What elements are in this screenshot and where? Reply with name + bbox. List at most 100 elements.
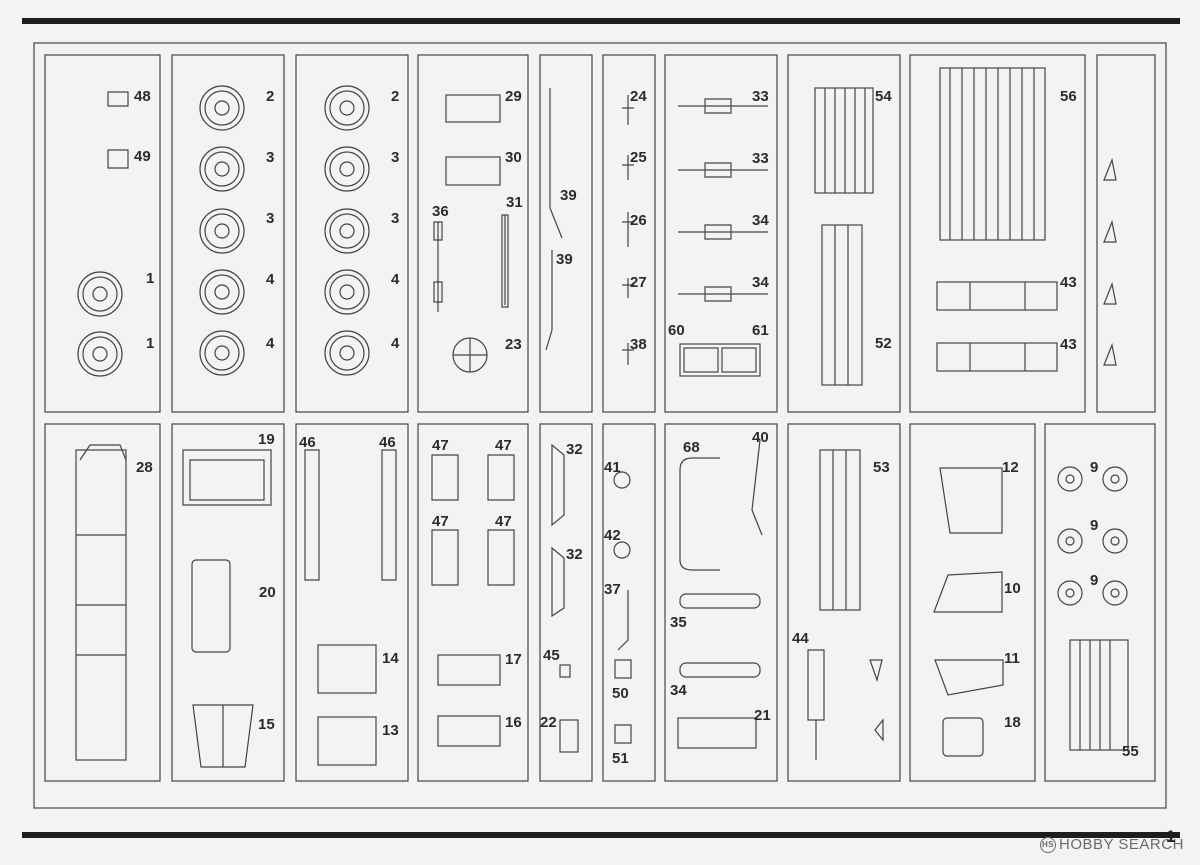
part-shape [317,644,377,694]
part-shape [622,155,634,180]
bottom-border-bar [22,832,1180,838]
part-label: 29 [505,88,522,105]
part-label: 51 [612,750,629,767]
part-label: 47 [495,437,512,454]
part-shape [445,156,501,186]
compartment [1044,423,1156,782]
part-label: 12 [1002,459,1019,476]
part-label: 44 [792,630,809,647]
part-label: 68 [683,439,700,456]
part-shape [679,593,761,609]
part-shape [821,224,863,386]
part-label: 43 [1060,274,1077,291]
part-label: 47 [432,437,449,454]
part-label: 18 [1004,714,1021,731]
compartment [417,54,529,413]
part-shape [551,443,565,527]
part-label: 32 [566,441,583,458]
part-shape [549,88,563,239]
part-label: 9 [1090,517,1098,534]
compartment [171,423,285,782]
part-shape [107,91,129,107]
part-label: 61 [752,322,769,339]
compartment [664,54,778,413]
part-label: 33 [752,88,769,105]
part-label: 36 [432,203,449,220]
part-shape [613,471,631,489]
part-shape [559,664,571,678]
part-shape [679,343,761,377]
part-shape [814,87,874,194]
part-shape [1103,281,1117,305]
part-shape [936,281,1058,311]
part-shape [678,162,768,178]
part-label: 2 [266,88,274,105]
part-shape [614,724,632,744]
part-label: 3 [266,149,274,166]
part-shape [559,719,579,753]
part-label: 56 [1060,88,1077,105]
part-shape [614,659,632,679]
part-label: 32 [566,546,583,563]
part-label: 17 [505,651,522,668]
part-label: 31 [506,194,523,211]
part-label: 16 [505,714,522,731]
part-label: 34 [670,682,687,699]
part-label: 4 [391,335,400,352]
part-shape [933,571,1003,613]
part-label: 34 [752,212,769,229]
part-shape [433,221,443,312]
wheel-part [324,85,370,376]
part-label: 20 [259,584,276,601]
compartment [787,54,901,413]
part-shape [501,214,509,308]
part-shape [949,68,1035,240]
part-label: 34 [752,274,769,291]
compartment [909,423,1036,782]
part-shape [622,95,634,125]
part-label: 41 [604,459,621,476]
compartment [539,54,593,413]
part-shape [683,347,719,373]
part-shape [191,559,231,653]
part-label: 4 [266,335,275,352]
part-shape [453,338,487,372]
part-shape [1079,640,1111,750]
part-shape [969,343,1026,371]
part-label: 55 [1122,743,1139,760]
part-label: 54 [875,88,892,105]
part-shape [721,347,757,373]
compartment [664,423,778,782]
part-label: 38 [630,336,647,353]
compartment [539,423,593,782]
part-shape [678,286,768,302]
compartment [1096,54,1156,413]
part-shape [1069,639,1129,751]
part-label: 19 [258,431,275,448]
part-label: 39 [556,251,573,268]
part-shape [969,282,1026,310]
part-label: 22 [540,714,557,731]
part-label: 39 [560,187,577,204]
part-shape [939,67,1046,241]
page-number: 1 [1166,827,1176,846]
part-shape [1103,157,1117,181]
watermark-logo-icon: HS [1040,837,1056,854]
part-label: 26 [630,212,647,229]
part-label: 2 [391,88,399,105]
part-shape [679,457,720,571]
part-shape [182,449,272,506]
part-label: 3 [391,210,399,227]
part-label: 27 [630,274,647,291]
part-shape [678,98,768,114]
watermark-text: HOBBY SEARCH [1059,836,1184,853]
part-shape [834,225,849,385]
part-shape [622,343,634,365]
part-shape [832,450,847,610]
compartment [44,423,161,782]
part-label: 47 [432,513,449,530]
part-label: 3 [391,149,399,166]
part-label: 60 [668,322,685,339]
